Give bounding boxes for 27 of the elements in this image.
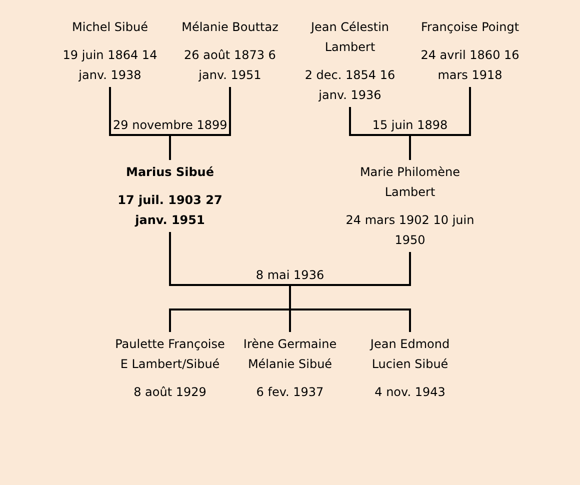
connector-line: [169, 232, 290, 286]
person-name: Mélanie Bouttaz: [180, 19, 280, 36]
life-dates: 19 juin 1864 14 janv. 1938: [62, 47, 158, 84]
person-name: Françoise Poingt: [420, 19, 520, 36]
connector-line: [409, 135, 411, 160]
life-dates: 24 avril 1860 16 mars 1918: [420, 47, 520, 84]
life-dates: 8 août 1929: [132, 384, 208, 401]
person-name: Marius Sibué: [125, 164, 215, 181]
connector-line: [290, 252, 411, 286]
connector-line: [170, 87, 231, 136]
life-dates: 17 juil. 1903 27 janv. 1951: [116, 192, 224, 229]
person-name: Jean Célestin Lambert: [309, 19, 390, 56]
person-name: Irène Germaine Mélanie Sibué: [242, 336, 338, 373]
person-name: Marie Philomène Lambert: [358, 164, 462, 201]
connector-line: [169, 135, 171, 160]
connector-line: [289, 285, 411, 332]
life-dates: 6 fev. 1937: [255, 384, 325, 401]
person-name: Paulette Françoise E Lambert/Sibué: [114, 336, 226, 373]
life-dates: 26 août 1873 6 janv. 1951: [183, 47, 277, 84]
life-dates: 4 nov. 1943: [374, 384, 446, 401]
person-name: Jean Edmond Lucien Sibué: [368, 336, 451, 373]
connector-line: [109, 87, 170, 136]
life-dates: 2 dec. 1854 16 janv. 1936: [304, 67, 396, 104]
life-dates: 24 mars 1902 10 juin 1950: [344, 212, 476, 249]
connector-line: [410, 87, 471, 136]
connector-line: [349, 107, 410, 136]
person-name: Michel Sibué: [71, 19, 149, 36]
